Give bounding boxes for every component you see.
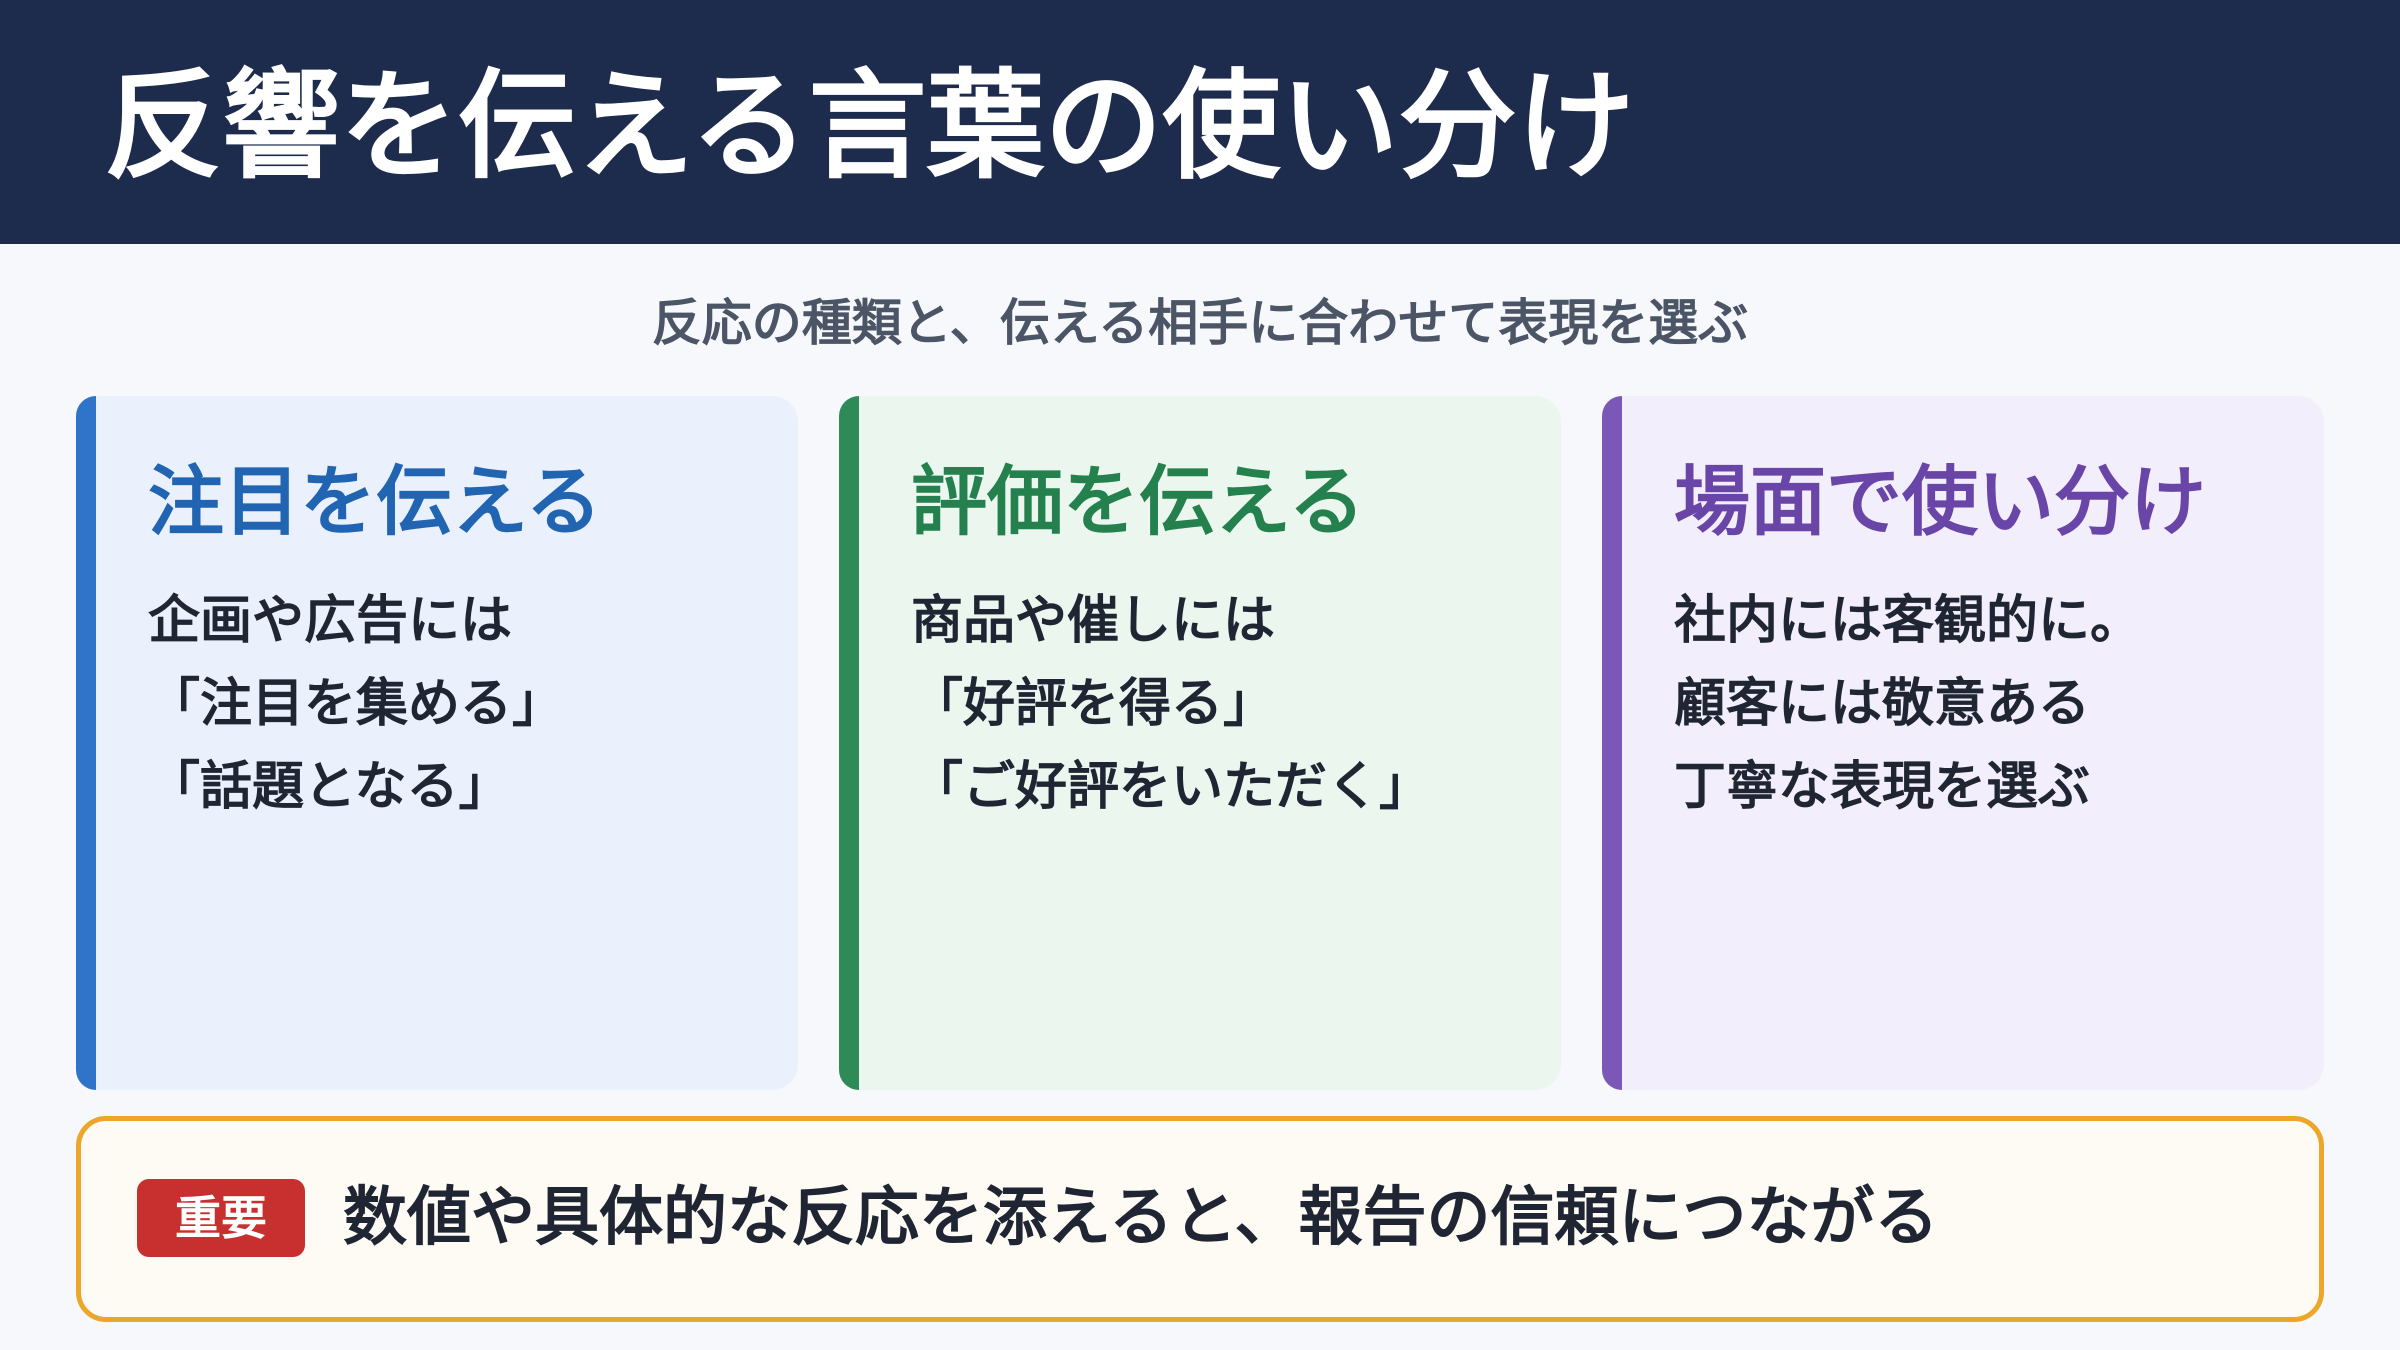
card-accent-bar (1602, 396, 1622, 1090)
card-body: 商品や催しには 「好評を得る」 「ご好評をいただく」 (911, 580, 1561, 829)
card-line: 「ご好評をいただく」 (911, 757, 1432, 817)
important-note-text: 数値や具体的な反応を添えると、報告の信頼につながる (343, 1181, 1939, 1255)
card-line: 「好評を得る」 (911, 674, 1276, 734)
card-title: 注目を伝える (148, 457, 602, 546)
card-evaluation: 評価を伝える 商品や催しには 「好評を得る」 「ご好評をいただく」 (839, 396, 1561, 1090)
card-accent-bar (76, 396, 96, 1090)
card-title: 場面で使い分け (1674, 457, 2206, 546)
card-attention: 注目を伝える 企画や広告には 「注目を集める」 「話題となる」 (76, 396, 798, 1090)
card-body: 企画や広告には 「注目を集める」 「話題となる」 (148, 580, 798, 829)
card-line: 「話題となる」 (148, 757, 511, 817)
card-body: 社内には客観的に。 顧客には敬意ある 丁寧な表現を選ぶ (1674, 580, 2324, 829)
header-bar: 反響を伝える言葉の使い分け (0, 0, 2400, 244)
card-line: 企画や広告には (148, 591, 513, 651)
card-accent-bar (839, 396, 859, 1090)
card-line: 社内には客観的に。 (1674, 591, 2143, 651)
important-badge: 重要 (137, 1179, 305, 1257)
card-line: 「注目を集める」 (148, 674, 565, 734)
card-situation: 場面で使い分け 社内には客観的に。 顧客には敬意ある 丁寧な表現を選ぶ (1602, 396, 2324, 1090)
card-line: 丁寧な表現を選ぶ (1674, 757, 2091, 817)
card-line: 商品や催しには (911, 591, 1276, 651)
card-line: 顧客には敬意ある (1674, 674, 2091, 734)
important-note: 重要 数値や具体的な反応を添えると、報告の信頼につながる (76, 1116, 2324, 1322)
page-title: 反響を伝える言葉の使い分け (104, 57, 1635, 195)
card-title: 評価を伝える (911, 457, 1365, 546)
page-subtitle: 反応の種類と、伝える相手に合わせて表現を選ぶ (651, 294, 1749, 352)
